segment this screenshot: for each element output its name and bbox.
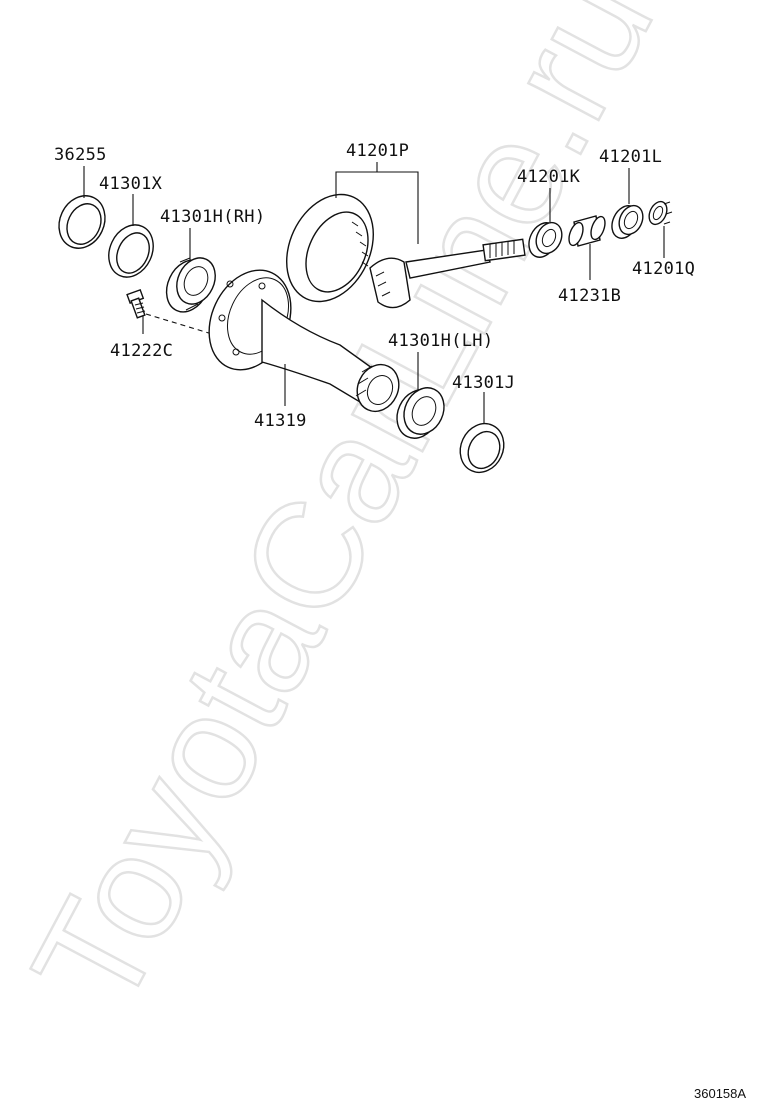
- label-41319[interactable]: 41319: [254, 411, 307, 431]
- label-41301X[interactable]: 41301X: [99, 174, 163, 194]
- part-41231B-spacer[interactable]: [566, 215, 607, 248]
- part-36255-seal[interactable]: [51, 188, 114, 256]
- diagram-code: 360158A: [694, 1086, 746, 1101]
- label-41231B[interactable]: 41231B: [558, 286, 621, 306]
- label-41201Q[interactable]: 41201Q: [632, 259, 695, 279]
- part-41201P-ring-pinion[interactable]: [270, 180, 526, 315]
- part-41201Q-nut[interactable]: [646, 199, 673, 228]
- part-labels: 36255 41301X 41301H(RH) 41222C 41319 412…: [54, 141, 695, 431]
- leader-lines: [83, 162, 665, 424]
- part-41222C-bolt[interactable]: [126, 288, 213, 335]
- part-41201L-bearing[interactable]: [607, 202, 647, 243]
- part-41301X-shim[interactable]: [101, 218, 162, 285]
- part-41301H-RH-bearing[interactable]: [158, 252, 222, 319]
- label-41301H-LH[interactable]: 41301H(LH): [388, 331, 493, 351]
- label-41222C[interactable]: 41222C: [110, 341, 173, 361]
- part-41301H-LH-bearing[interactable]: [389, 381, 451, 445]
- part-41201K-bearing[interactable]: [524, 218, 567, 262]
- label-41201L[interactable]: 41201L: [599, 147, 662, 167]
- part-41301J-shim[interactable]: [452, 416, 511, 479]
- label-41201K[interactable]: 41201K: [517, 167, 581, 187]
- label-41301J[interactable]: 41301J: [452, 373, 515, 393]
- label-36255[interactable]: 36255: [54, 145, 107, 165]
- label-41201P[interactable]: 41201P: [346, 141, 409, 161]
- part-41319-case[interactable]: [194, 257, 407, 418]
- label-41301H-RH[interactable]: 41301H(RH): [160, 207, 265, 227]
